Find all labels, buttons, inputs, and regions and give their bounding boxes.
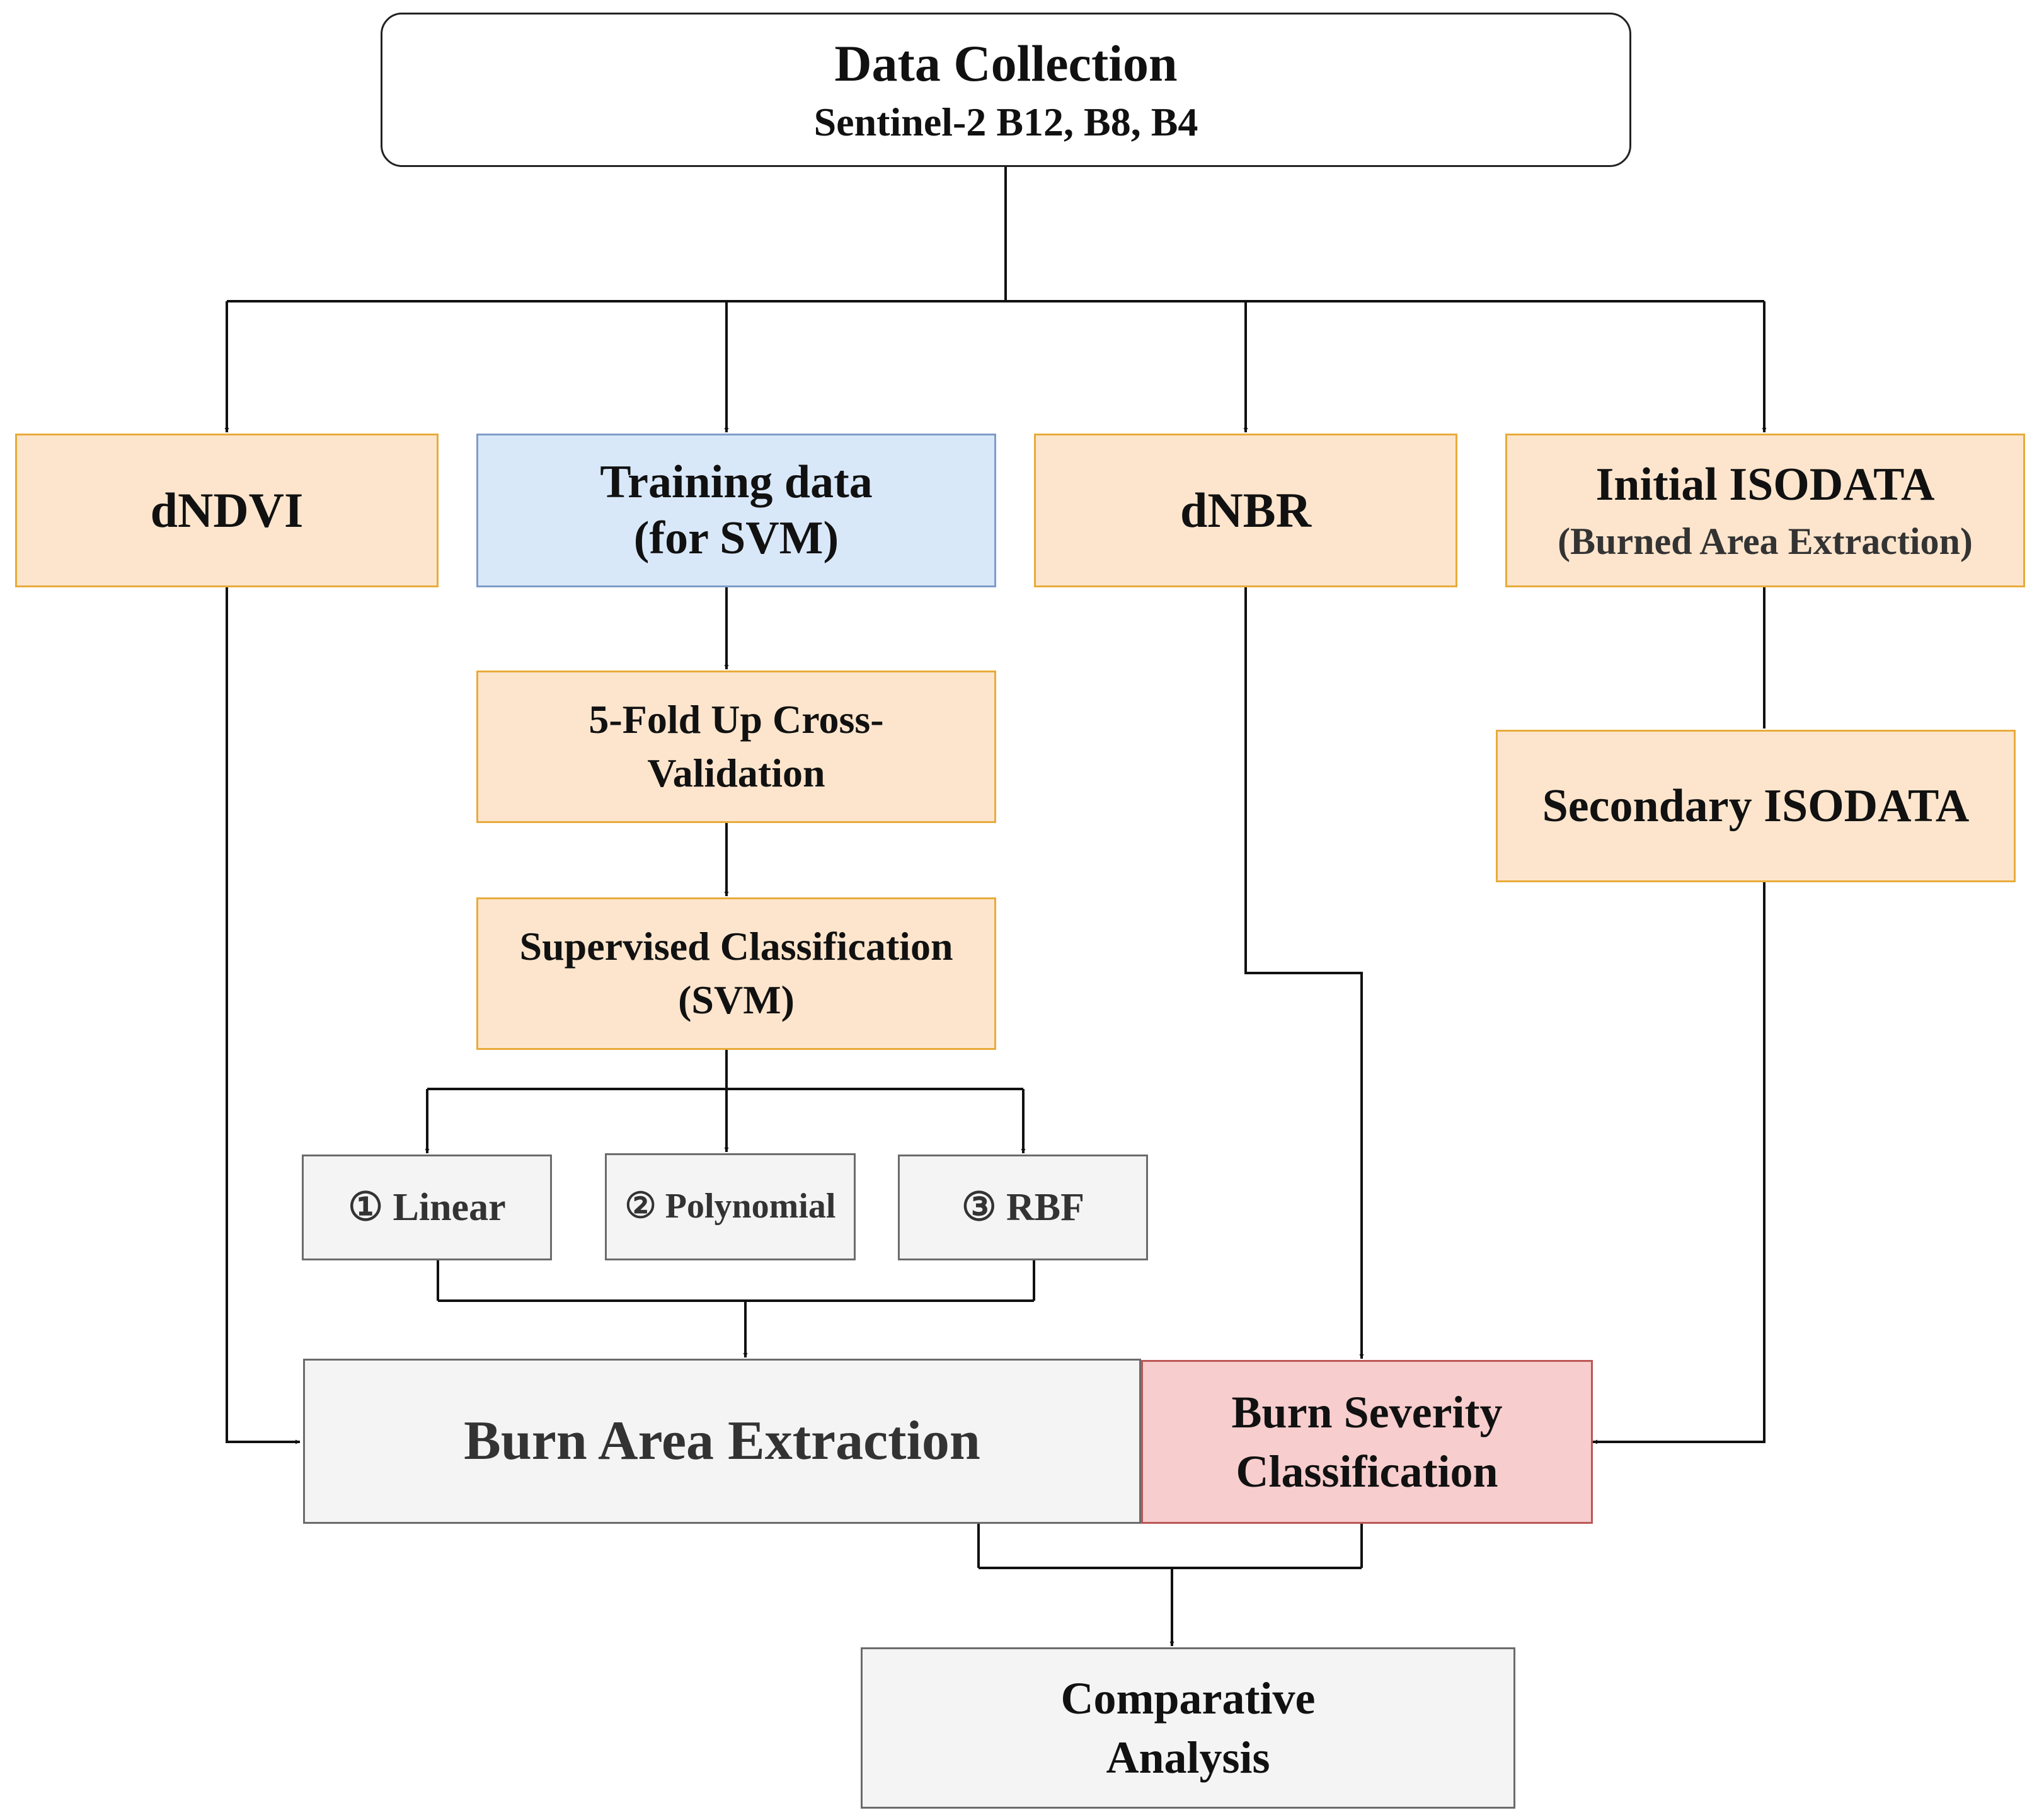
cross-validation-box: 5-Fold Up Cross- Validation [476,671,996,823]
burn-area-extraction-box: Burn Area Extraction [303,1359,1141,1524]
comparative-analysis-box: Comparative Analysis [861,1647,1515,1809]
secondary-isodata-label: Secondary ISODATA [1542,780,1970,832]
supervised-classification-line1: Supervised Classification [519,924,953,969]
supervised-classification-line2: (SVM) [678,977,795,1022]
dndvi-box: dNDVI [15,434,439,587]
burn-area-extraction-label: Burn Area Extraction [464,1410,980,1472]
training-data-box: Training data (for SVM) [476,434,996,587]
linear-kernel-label: ① Linear [348,1185,506,1229]
dnbr-label: dNBR [1180,483,1312,538]
initial-isodata-title: Initial ISODATA [1595,458,1935,510]
data-collection-subtitle: Sentinel-2 B12, B8, B4 [813,100,1198,145]
data-collection-box: Data Collection Sentinel-2 B12, B8, B4 [381,13,1631,167]
supervised-classification-box: Supervised Classification (SVM) [476,897,996,1050]
initial-isodata-box: Initial ISODATA (Burned Area Extraction) [1505,434,2025,587]
training-data-line1: Training data [600,456,873,509]
connector-secondary-to-severity [1593,882,1766,1444]
dndvi-label: dNDVI [150,483,304,538]
initial-isodata-subtitle: (Burned Area Extraction) [1558,521,1973,563]
rbf-kernel-box: ③ RBF [898,1155,1148,1260]
dnbr-box: dNBR [1034,434,1457,587]
cross-validation-line2: Validation [647,751,825,795]
cross-validation-line1: 5-Fold Up Cross- [589,697,884,742]
burn-severity-line1: Burn Severity [1231,1386,1503,1437]
training-data-line2: (for SVM) [633,512,839,564]
burn-severity-line2: Classification [1236,1446,1498,1497]
comparative-analysis-line1: Comparative [1060,1673,1316,1724]
polynomial-kernel-label: ② Polynomial [624,1187,836,1226]
secondary-isodata-box: Secondary ISODATA [1496,730,2016,882]
connector-dnbr-to-severity [1244,587,1364,1359]
comparative-analysis-line2: Analysis [1106,1732,1270,1783]
rbf-kernel-label: ③ RBF [961,1185,1085,1229]
connector-dndvi-to-burn-area [226,587,300,1444]
burn-severity-box: Burn Severity Classification [1141,1360,1593,1524]
polynomial-kernel-box: ② Polynomial [605,1153,856,1260]
linear-kernel-box: ① Linear [302,1155,552,1260]
data-collection-title: Data Collection [834,34,1178,92]
